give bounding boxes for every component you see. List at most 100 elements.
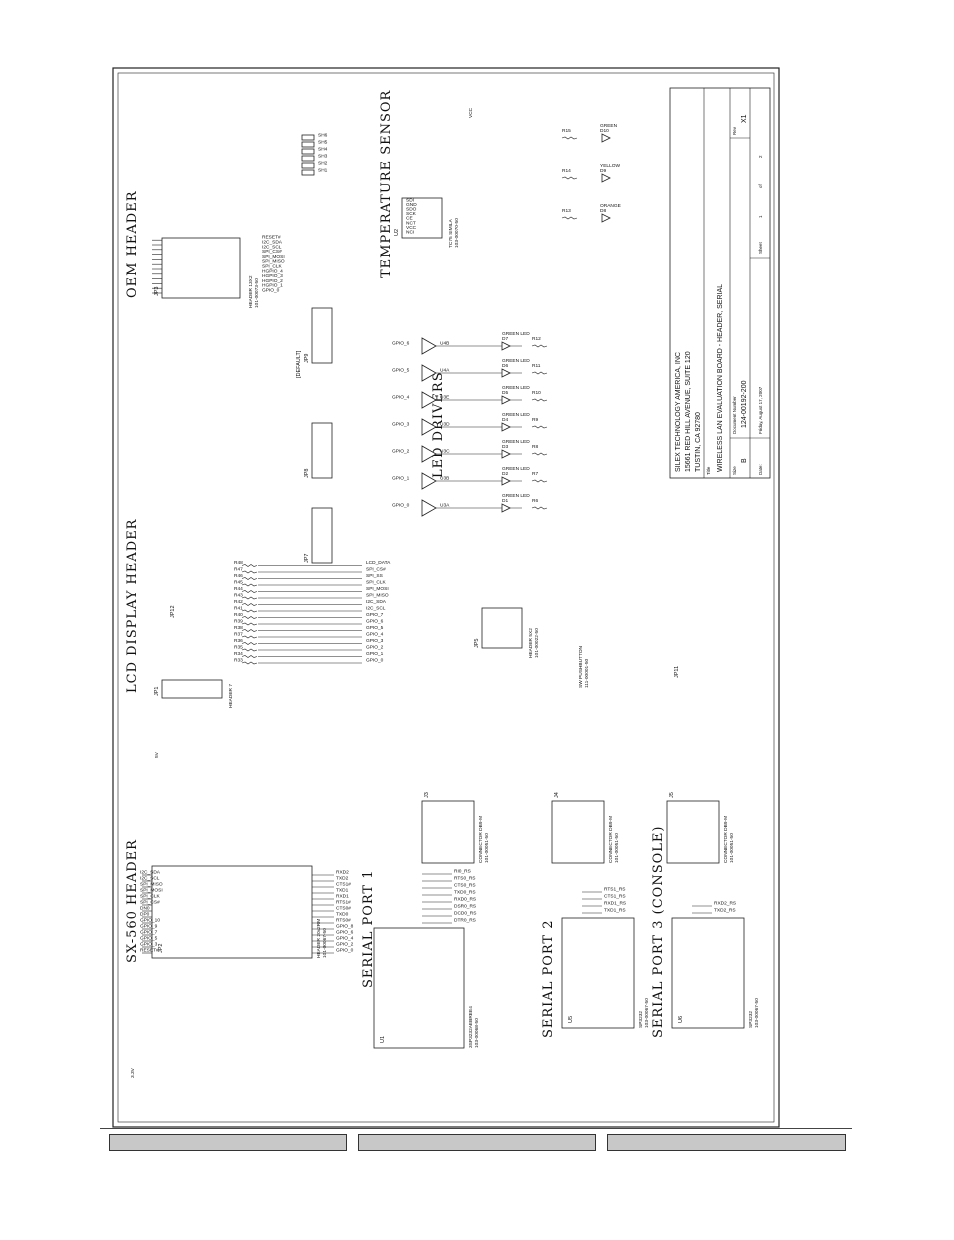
oem-net-label: HGPIO_1 [262, 283, 283, 289]
tb-sheet-label: Sheet [758, 241, 763, 254]
u2-ref: U2 [394, 229, 400, 236]
lcd-resistor-ref: R33 [234, 658, 243, 664]
serial1-nets-item: DSR0_RS [454, 904, 476, 910]
lcd-resistor-ref: R47 [234, 567, 243, 573]
tb-rev-label: Rev [732, 126, 737, 135]
v33-label-1: 3.3V [130, 1067, 136, 1078]
jp2-left-net: RESET# [140, 948, 159, 954]
footer-box-left [109, 1134, 347, 1151]
lcd-net-label: LCD_DATA [366, 560, 391, 566]
u5-body [561, 917, 635, 1029]
j4-pn: 101-00051-50 [614, 833, 620, 863]
temp-pin-label: NCI [406, 230, 414, 236]
u2-part: TC75 SIMILA [448, 218, 454, 248]
temp-pin-label: SDI [406, 197, 414, 203]
jp2-left-net: SPI_MOSI [140, 888, 163, 894]
lcd-net-label: I2C_SCL [366, 606, 386, 612]
status-led-ref: D9 [600, 168, 606, 174]
lcd-resistor-ref: R48 [234, 560, 243, 566]
oem-net-label: GPIO_0 [262, 288, 280, 294]
temp-pin-label: GND [406, 202, 417, 208]
jp9-body [311, 307, 333, 364]
jp2-right-net: TXD0 [336, 912, 349, 918]
footer-rule [100, 1128, 852, 1129]
oem-net-label: I2C_SDA [262, 240, 283, 246]
jp2-left-net: GPIO_3 [140, 942, 158, 948]
led-color: GREEN LED [502, 493, 530, 499]
status-led-ref: D10 [600, 128, 609, 134]
shunt-ref: SH4 [318, 147, 328, 153]
led-gpio-net: GPIO_3 [392, 422, 410, 428]
jp5-part: HEADER 5X2 [528, 628, 534, 658]
oem-net-group: GPIO_0HGPIO_1HGPIO_2HGPIO_3HGPIO_4SPI_CL… [152, 235, 285, 294]
temp-pin-label: NCT [406, 220, 416, 226]
lcd-net-label: SPI_SS [366, 573, 383, 579]
led-ref: D1 [502, 498, 508, 504]
u1-body [373, 927, 465, 1049]
footer-box-center [358, 1134, 596, 1151]
lcd-net-label: GPIO_2 [366, 645, 384, 651]
led-color: GREEN LED [502, 412, 530, 418]
j3-pn: 101-00051-50 [484, 833, 490, 863]
tb-title: WIRELESS LAN EVALUATION BOARD - HEADER, … [717, 284, 724, 472]
led-ref: D4 [502, 417, 508, 423]
status-led-resistor: R13 [562, 208, 571, 214]
jp7-ref: JP7 [304, 554, 310, 563]
lcd-resistor-ref: R34 [234, 651, 243, 657]
temp-pin-label: VCC [406, 225, 417, 231]
jp2-left-net: GPIO_9 [140, 924, 158, 930]
j3-body [421, 800, 475, 864]
jp2-right-net: CTS1# [336, 882, 351, 888]
jp2-left-net: SPI_CS# [140, 900, 160, 906]
serial2-nets-item: RXD1_RS [604, 901, 626, 907]
j5-part: CONNECTOR DB9-M [723, 816, 729, 863]
jp2-left-net: I2C_SDA [140, 870, 161, 876]
jp2-right-net: GPIO_2 [336, 942, 354, 948]
led-buffer-ref: U4A [440, 368, 450, 374]
oem-net-label: SPI_CLK [262, 264, 283, 270]
jp8-body [311, 422, 333, 479]
jp2-left-net: GPIO_10 [140, 918, 160, 924]
jp9-ref: JP9 [304, 354, 310, 363]
lcd-net-label: GPIO_1 [366, 651, 384, 657]
jp2-right-net-group: GPIO_0GPIO_2GPIO_4GPIO_6GPIO_8RTS0#TXD0C… [312, 870, 354, 954]
jp2-left-net: GPIO_7 [140, 930, 158, 936]
u6-body [671, 917, 745, 1029]
serial1-nets-item: DCD0_RS [454, 911, 476, 917]
lcd-resistor-ref: R38 [234, 625, 243, 631]
oem-net-label: RESET# [262, 235, 281, 241]
j3-ref: J3 [424, 792, 430, 798]
lcd-net-label: SPI_CS# [366, 567, 386, 573]
jp2-left-net: DP0 [140, 912, 150, 918]
jp1-body [161, 679, 223, 699]
led-resistor-ref: R11 [532, 363, 541, 369]
lcd-resistor-ref: R43 [234, 593, 243, 599]
lcd-net-label: SPI_MOSI [366, 586, 389, 592]
serial2-nets-item: RTS1_RS [604, 887, 626, 893]
led-gpio-net: GPIO_6 [392, 341, 410, 347]
serial2-nets-item: TXD1_RS [604, 908, 626, 914]
jp2-left-net-group: RESET#GPIO_3GPIO_5GPIO_7GPIO_9GPIO_10DP0… [140, 870, 163, 954]
sw-label: SW PUSHBUTTON [578, 645, 584, 688]
j5-ref: J5 [669, 792, 675, 798]
lcd-net-label: GPIO_4 [366, 632, 384, 638]
tb-company: SILEX TECHNOLOGY AMERICA, INC [675, 352, 682, 472]
status-led-color: YELLOW [600, 163, 620, 169]
led-color: GREEN LED [502, 439, 530, 445]
lcd-resistor-ref: R39 [234, 619, 243, 625]
u5-pn: 103-00067-50 [644, 998, 650, 1028]
jp5-pn: 101-00022-50 [534, 628, 540, 658]
jp2-right-net: GPIO_6 [336, 930, 354, 936]
jp1-ref: JP1 [154, 687, 160, 696]
jp2-right-net: GPIO_0 [336, 948, 354, 954]
drawing-inner-frame [117, 72, 775, 1123]
jp2-left-net: I2C_SCL [140, 876, 160, 882]
led-drivers-title: LED DRIVERS [431, 371, 446, 478]
